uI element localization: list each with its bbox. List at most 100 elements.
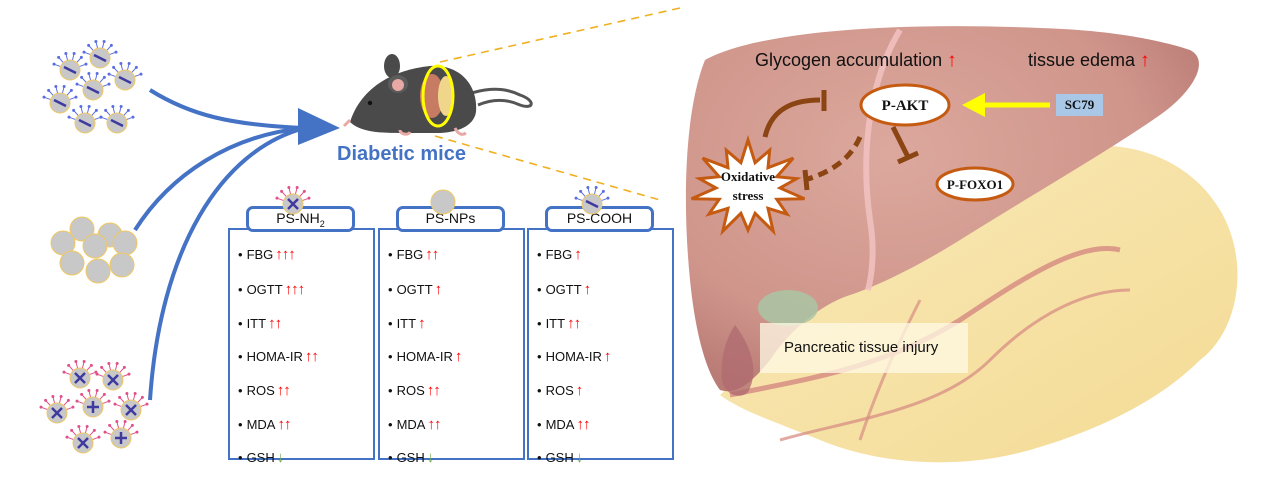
- metric-row: •ITT↑↑: [537, 316, 581, 332]
- decrease-arrow-icon: ↓: [426, 449, 435, 466]
- metric-row: •MDA↑↑: [238, 416, 291, 433]
- particle-group-ps-nps: [50, 216, 138, 284]
- bullet-icon: •: [238, 417, 243, 432]
- edge-oxidative-inhibits-pakt: [762, 97, 821, 138]
- glycogen-text: Glycogen accumulation: [755, 50, 943, 70]
- panel-title: PS-COOH: [545, 206, 654, 232]
- particle-group-ps-nh2: [39, 360, 149, 454]
- mouse-icon: [342, 54, 533, 136]
- bullet-icon: •: [238, 316, 243, 331]
- panel-title-text: PS-NPs: [425, 210, 476, 226]
- increase-arrow-icon: ↑↑: [276, 382, 291, 399]
- bullet-icon: •: [238, 247, 243, 262]
- bullet-icon: •: [238, 349, 243, 364]
- metric-name: OGTT: [246, 282, 283, 297]
- metric-row: •ITT↑↑: [238, 315, 282, 332]
- panel-title-text: PS-NH: [276, 210, 320, 226]
- metric-row: •MDA↑↑: [388, 416, 441, 433]
- nanoparticle-icon: [65, 425, 101, 454]
- nanoparticle-icon: [52, 52, 88, 81]
- nanoparticle-icon: [95, 362, 131, 391]
- node-oxidative-stress-line2: stress: [733, 188, 764, 203]
- metric-row: •GSH↓: [388, 450, 434, 466]
- bullet-icon: •: [388, 282, 393, 297]
- bullet-icon: •: [388, 247, 393, 262]
- nanoparticle-icon: [103, 420, 139, 449]
- nanoparticle-icon: [42, 85, 78, 114]
- node-sc79: SC79: [1056, 94, 1103, 116]
- bullet-icon: •: [537, 247, 542, 262]
- nanoparticle-icon: [112, 230, 138, 256]
- metric-name: HOMA-IR: [545, 349, 602, 364]
- node-pfoxo1: P-FOXO1: [947, 177, 1003, 192]
- metric-name: MDA: [545, 417, 575, 432]
- glycogen-label: Glycogen accumulation ↑: [755, 50, 957, 72]
- increase-arrow-icon: ↑↑: [426, 382, 441, 399]
- zoom-line-top: [439, 7, 681, 63]
- node-oxidative-stress-line1: Oxidative: [721, 169, 775, 184]
- arrow-from-nps-group: [133, 126, 306, 232]
- nanoparticle-icon: [99, 105, 135, 134]
- increase-arrow-icon: ↑: [418, 315, 425, 332]
- bullet-icon: •: [537, 417, 542, 432]
- decrease-arrow-icon: ↓: [276, 449, 285, 466]
- increase-arrow-icon: ↑: [603, 348, 611, 365]
- increase-arrow-icon: ↑↑↑: [284, 281, 305, 298]
- increase-arrow-icon: ↑↑: [427, 416, 441, 433]
- node-pfoxo1-shape: [935, 166, 1015, 202]
- metric-row: •OGTT↑↑↑: [238, 281, 305, 298]
- increase-arrow-icon: ↑: [454, 348, 462, 365]
- bullet-icon: •: [388, 417, 393, 432]
- pathway-diagram: [690, 83, 1050, 236]
- metric-name: ROS: [545, 383, 574, 398]
- metric-row: •ITT↑: [388, 316, 425, 332]
- metric-row: •GSH↓: [537, 450, 583, 466]
- panel-title: PS-NPs: [396, 206, 505, 232]
- increase-arrow-icon: ↑: [574, 246, 581, 263]
- nanoparticle-icon: [85, 258, 111, 284]
- arrow-from-nh2-group: [148, 126, 306, 401]
- metric-row: •MDA↑↑: [537, 416, 590, 433]
- bullet-icon: •: [388, 316, 393, 331]
- zoom-line-bottom: [434, 135, 661, 201]
- arrow-from-cooh-group: [148, 88, 306, 130]
- metric-name: OGTT: [396, 282, 433, 297]
- nanoparticle-icon: [107, 62, 143, 91]
- increase-arrow-icon: ↑↑: [425, 246, 439, 263]
- exposure-arrows: [133, 88, 306, 401]
- panel-title-subscript: 2: [319, 218, 325, 229]
- increase-arrow-icon: ↑↑: [277, 416, 291, 433]
- nanoparticle-icon: [62, 360, 98, 389]
- increase-arrow-icon: ↑↑: [268, 315, 282, 332]
- increase-arrow-icon: ↑: [1140, 50, 1149, 71]
- metric-name: HOMA-IR: [396, 349, 453, 364]
- liver-illustration: [685, 26, 1199, 396]
- metric-row: •FBG↑: [537, 246, 582, 263]
- bullet-icon: •: [238, 450, 243, 465]
- metric-row: •GSH↓: [238, 450, 284, 466]
- nanoparticle-icon: [75, 389, 111, 418]
- nanoparticle-icon: [39, 395, 75, 424]
- bullet-icon: •: [238, 383, 243, 398]
- bullet-icon: •: [238, 282, 243, 297]
- node-oxidative-stress-shape: [690, 134, 806, 236]
- metric-row: •ROS↑: [537, 383, 583, 399]
- node-pakt-shape: [859, 83, 951, 127]
- diabetic-mice-label: Diabetic mice: [337, 143, 466, 165]
- metric-name: ITT: [545, 316, 566, 331]
- increase-arrow-icon: ↑: [434, 281, 442, 298]
- nanoparticle-icon: [75, 72, 111, 101]
- metric-name: GSH: [545, 450, 574, 465]
- panel-title: PS-NH2: [246, 206, 355, 232]
- metric-name: ROS: [396, 383, 425, 398]
- increase-arrow-icon: ↑↑↑: [275, 246, 295, 263]
- nanoparticle-icon: [67, 105, 103, 134]
- metric-name: FBG: [396, 247, 424, 262]
- nanoparticle-icon: [109, 252, 135, 278]
- node-pakt: P-AKT: [882, 98, 929, 114]
- metric-name: ITT: [396, 316, 417, 331]
- metric-name: GSH: [396, 450, 425, 465]
- increase-arrow-icon: ↑↑: [576, 416, 590, 433]
- edema-text: tissue edema: [1028, 50, 1136, 70]
